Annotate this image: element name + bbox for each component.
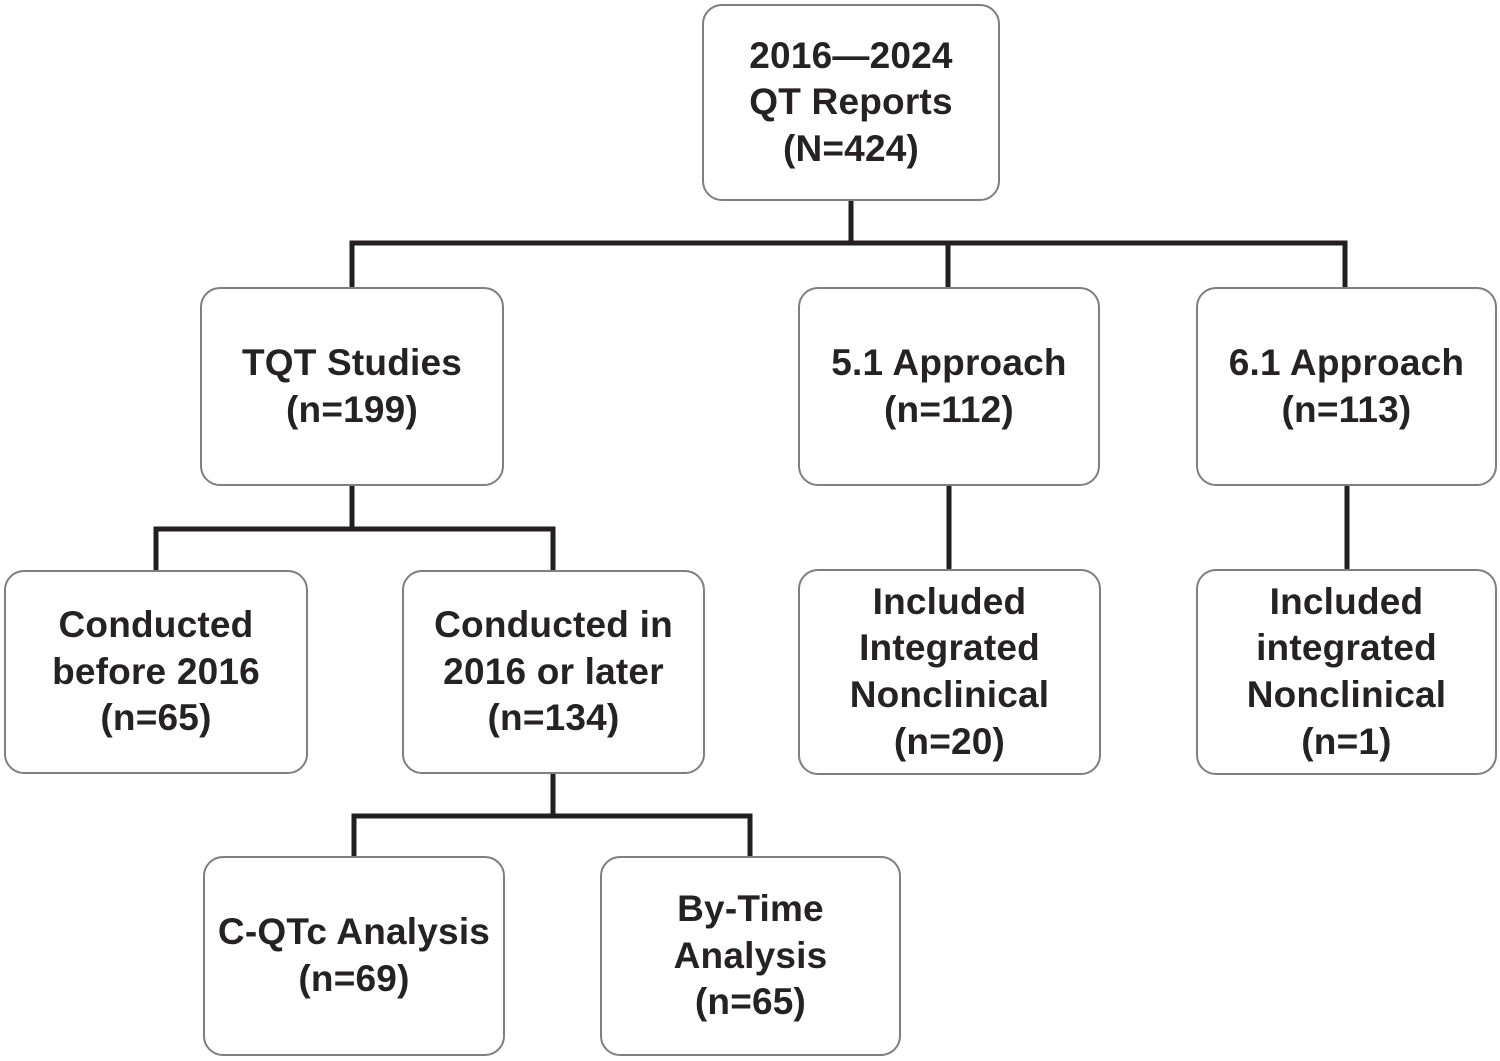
node-included-integrated-nonclinical-51: Included Integrated Nonclinical (n=20) (798, 569, 1101, 775)
connector-tqt-to-children (153, 484, 556, 573)
node-qt-reports: 2016—2024 QT Reports (N=424) (702, 4, 1000, 201)
node-conducted-before-2016: Conducted before 2016 (n=65) (4, 570, 308, 774)
node-cqtc-analysis: C-QTc Analysis (n=69) (203, 856, 505, 1056)
connector-root-to-row2 (349, 199, 1348, 290)
node-conducted-2016-or-later: Conducted in 2016 or later (n=134) (402, 570, 705, 774)
node-61-approach: 6.1 Approach (n=113) (1196, 287, 1497, 486)
connector-later-to-children (351, 772, 753, 859)
node-tqt-studies: TQT Studies (n=199) (200, 287, 504, 486)
node-51-approach: 5.1 Approach (n=112) (798, 287, 1100, 486)
node-included-integrated-nonclinical-61: Included integrated Nonclinical (n=1) (1196, 569, 1497, 775)
node-by-time-analysis: By-Time Analysis (n=65) (600, 856, 901, 1056)
